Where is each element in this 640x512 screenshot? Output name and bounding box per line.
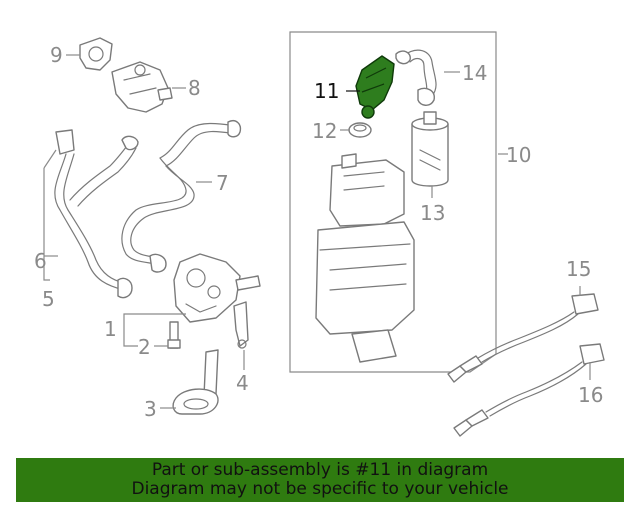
part-12-ring[interactable] — [348, 122, 372, 138]
part-6-hose[interactable] — [54, 129, 139, 299]
callout-10: 10 — [506, 143, 531, 167]
callout-1: 1 — [104, 317, 117, 341]
assembly-10-frame — [289, 31, 497, 373]
part-11-valve-highlighted[interactable] — [355, 55, 395, 119]
part-2-bolt[interactable] — [167, 321, 181, 349]
callout-12: 12 — [312, 119, 337, 143]
callout-6: 6 — [34, 249, 47, 273]
callout-13: 13 — [420, 201, 445, 225]
callout-3: 3 — [144, 397, 157, 421]
part-15-sensor[interactable] — [447, 293, 599, 383]
part-8-valve[interactable] — [111, 61, 173, 113]
leader-lines — [43, 54, 591, 409]
callout-16: 16 — [578, 383, 603, 407]
callout-4: 4 — [236, 371, 249, 395]
callout-11: 11 — [314, 79, 339, 103]
part-13-filter[interactable] — [411, 111, 449, 187]
callout-14: 14 — [462, 61, 487, 85]
callout-9: 9 — [50, 43, 63, 67]
part-10-canister[interactable] — [315, 153, 415, 363]
part-4-bracket[interactable] — [233, 301, 249, 349]
part-1-pump[interactable] — [173, 253, 261, 323]
part-14-hose[interactable] — [395, 49, 437, 106]
part-info-banner: Part or sub-assembly is #11 in diagram D… — [16, 458, 624, 502]
callout-5: 5 — [42, 287, 55, 311]
part-16-sensor[interactable] — [453, 343, 605, 437]
part-7-hose[interactable] — [121, 120, 242, 273]
part-9-gasket[interactable] — [79, 37, 113, 71]
callout-7: 7 — [216, 171, 229, 195]
callout-8: 8 — [188, 76, 201, 100]
callout-15: 15 — [566, 257, 591, 281]
callout-2: 2 — [138, 335, 151, 359]
banner-line-1: Part or sub-assembly is #11 in diagram — [151, 460, 489, 480]
banner-line-2: Diagram may not be specific to your vehi… — [131, 479, 509, 499]
part-3-bracket[interactable] — [172, 349, 219, 415]
